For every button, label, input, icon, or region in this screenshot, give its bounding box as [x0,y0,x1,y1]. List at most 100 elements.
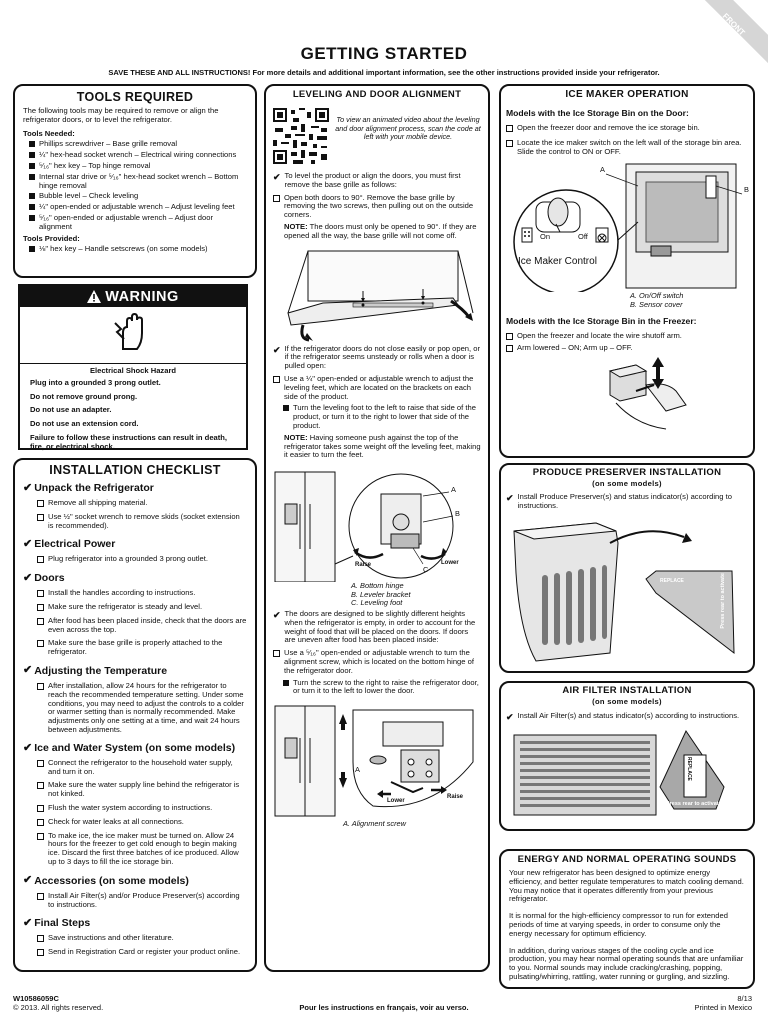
ice-maker-figure: On Off Ice Maker Control A B [506,162,749,293]
warning-line: Do not use an extension cord. [30,419,139,429]
checkbox[interactable] [506,125,513,132]
checklist-item[interactable]: Check for water leaks at all connections… [23,817,247,827]
bottom-hinge-figure: A B C Raise Lower [273,464,481,583]
checkmark-icon: ✔ [23,571,33,584]
checkbox[interactable] [37,949,44,957]
produce-title: PRODUCE PRESERVER INSTALLATION [532,467,722,478]
list-item: Bubble level – Check leveling [23,192,247,201]
checklist-item[interactable]: After food has been placed inside, check… [23,616,247,635]
checkbox[interactable] [37,682,44,690]
checkmark-icon: ✔ [273,609,281,620]
checklist-item[interactable]: Make sure the refrigerator is steady and… [23,602,247,612]
alignment-caption: A. Alignment screw [343,819,406,829]
raise-label: Raise [447,794,464,801]
qr-code-icon[interactable] [273,108,329,164]
checkbox[interactable] [273,650,280,658]
shock-hazard-icon [113,313,153,351]
checkbox[interactable] [37,818,44,826]
callout-a: A [355,765,360,775]
alignment-figure: A Lower Raise [273,702,481,820]
energy-para: Your new refrigerator has been designed … [509,868,744,904]
warning-line: Plug into a grounded 3 prong outlet. [30,377,161,387]
replace-label: REPLACE [660,577,684,584]
checklist-item[interactable]: After installation, allow 24 hours for t… [23,681,247,735]
checkbox[interactable] [37,782,44,790]
produce-figure: REPLACE Press rear to activate [506,513,748,663]
energy-para: In addition, during various stages of th… [509,945,744,981]
checklist-item[interactable]: Install Air Filter(s) and/or Produce Pre… [23,891,247,910]
leveling-step[interactable]: Use a ¼" open-ended or adjustable wrench… [273,374,481,401]
leveling-title: LEVELING AND DOOR ALIGNMENT [292,89,462,100]
checkbox[interactable] [37,617,44,625]
lower-label: Lower [387,798,405,805]
list-item: ⁵⁄₁₆" hex key – Top hinge removal [23,161,247,171]
checkmark-icon: ✔ [23,916,33,929]
checklist-item[interactable]: Make sure the base grille is properly at… [23,639,247,657]
checklist-section: ✔Ice and Water System (on some models) [23,741,236,754]
ice-door-item[interactable]: Open the freezer door and remove the ice… [506,123,748,133]
checklist-item[interactable]: Save instructions and other literature. [23,934,247,943]
ice-door-item[interactable]: Locate the ice maker switch on the left … [506,138,748,157]
ice-door-heading: Models with the Ice Storage Bin on the D… [506,108,689,118]
checklist-item[interactable]: Plug refrigerator into a grounded 3 pron… [23,555,247,564]
callout-a: A [600,165,605,175]
checkbox[interactable] [506,139,513,147]
leveling-box: LEVELING AND DOOR ALIGNMENT To view an a… [264,84,490,972]
checkbox[interactable] [506,345,513,353]
checkbox[interactable] [37,590,44,598]
checkbox[interactable] [37,832,44,840]
checkmark-icon: ✔ [273,344,281,355]
tools-required-box: TOOLS REQUIRED The following tools may b… [13,84,257,278]
checkmark-icon: ✔ [23,741,33,754]
french-note: Pour les instructions en français, voir … [299,1003,469,1012]
checkbox[interactable] [37,804,44,812]
checklist-item[interactable]: Send in Registration Card or register yo… [23,947,247,957]
checklist-section: ✔Electrical Power [23,537,116,551]
energy-title: ENERGY AND NORMAL OPERATING SOUNDS [517,854,737,865]
checklist-item[interactable]: Install the handles according to instruc… [23,588,247,598]
warning-line: Do not remove ground prong. [30,391,138,401]
checklist-item[interactable]: Use ½" socket wrench to remove skids (so… [23,512,247,531]
warning-triangle-icon [87,290,102,303]
checkbox[interactable] [506,332,513,340]
checkbox[interactable] [37,935,44,943]
checkbox[interactable] [273,375,280,383]
air-filter-box: AIR FILTER INSTALLATION (on some models)… [499,681,755,831]
leveling-substep: Turn the screw to the right to raise the… [273,678,481,697]
leveling-check: ✔If the refrigerator doors do not close … [273,343,480,371]
checklist-section: ✔Unpack the Refrigerator [23,481,154,494]
checkbox[interactable] [37,892,44,900]
list-item: ¼" hex-head socket wrench – Electrical w… [23,150,247,160]
ice-freezer-item[interactable]: Open the freezer and locate the wire shu… [506,331,748,341]
checkbox[interactable] [37,500,44,507]
tools-needed-label: Tools Needed: [23,128,75,138]
checkmark-icon: ✔ [23,874,33,887]
installation-checklist-box: INSTALLATION CHECKLIST ✔Unpack the Refri… [13,458,257,972]
warning-line: Do not use an adapter. [30,405,112,415]
leveling-step[interactable]: Open both doors to 90°. Remove the base … [273,193,481,220]
checklist-item[interactable]: Connect the refrigerator to the househol… [23,758,247,777]
leveling-step[interactable]: Use a ⁵⁄₁₆" open-ended or adjustable wre… [273,648,481,675]
leveling-substep: Turn the leveling foot to the left to ra… [273,403,481,430]
printed-in: Printed in Mexico [694,1003,752,1012]
energy-para: It is normal for the high-efficiency com… [509,911,728,938]
checklist-item[interactable]: Remove all shipping material. [23,498,247,508]
checklist-section: ✔Final Steps [23,916,91,930]
checkbox[interactable] [37,603,44,611]
checkbox[interactable] [37,640,44,648]
checklist-item[interactable]: To make ice, the ice maker must be turne… [23,831,247,867]
checkbox[interactable] [37,556,44,564]
checkbox[interactable] [37,513,44,521]
checkbox[interactable] [273,194,280,202]
produce-text: ✔Install Produce Preserver(s) and status… [506,492,732,510]
ice-maker-title: ICE MAKER OPERATION [565,89,689,100]
ice-freezer-item[interactable]: Arm lowered – ON; Arm up – OFF. [506,344,748,353]
checkbox[interactable] [37,759,44,767]
checklist-item[interactable]: Make sure the water supply line behind t… [23,781,247,799]
raise-label: Raise [355,562,372,569]
warning-box: WARNING Electrical Shock Hazard Plug int… [18,284,248,451]
callout-a: A [451,485,456,495]
press-label: Press rear to activate [666,801,722,807]
checklist-item[interactable]: Flush the water system according to inst… [23,803,247,813]
checkmark-icon: ✔ [23,481,33,494]
